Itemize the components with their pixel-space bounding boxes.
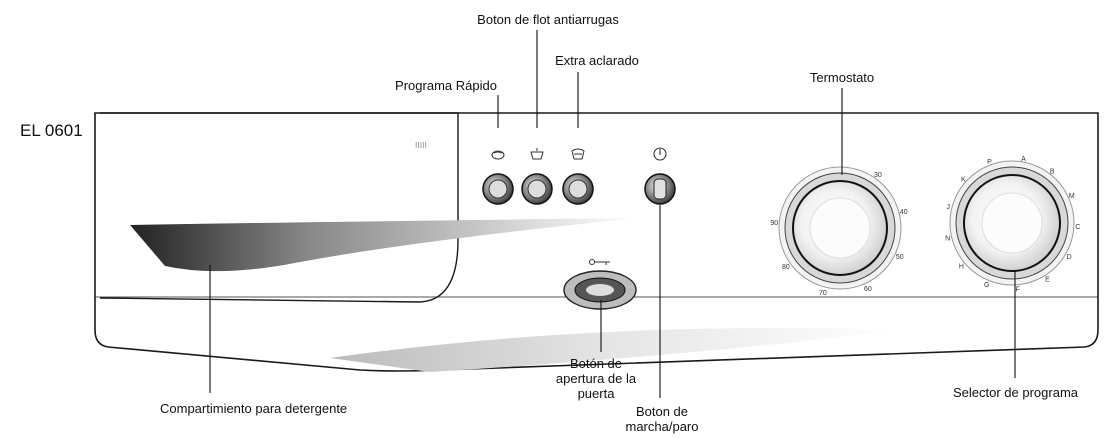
program-mark-b: B (1050, 169, 1055, 176)
bottom-swoosh (330, 327, 900, 372)
leader-lines (209, 30, 1016, 398)
key-icon (589, 259, 610, 265)
thermostat-label: Termostato (809, 70, 875, 85)
thermostat-mark-50: 50 (896, 254, 904, 261)
antiwrinkle-button[interactable] (521, 173, 553, 205)
program-mark-k: K (961, 176, 966, 183)
detergent-drawer (99, 112, 459, 303)
quick-program-label: Programa Rápido (395, 78, 497, 93)
program-mark-g: G (984, 282, 989, 289)
thermostat-mark-40: 40 (900, 209, 908, 216)
program-mark-n: N (945, 235, 950, 242)
program-mark-a: A (1021, 156, 1026, 163)
program-mark-h: H (959, 263, 964, 270)
thermostat-scale: 30 40 50 60 70 80 90 (770, 172, 907, 297)
extra-rinse-icon (571, 148, 585, 160)
program-mark-e: E (1045, 277, 1050, 284)
power-button-label: Boton de marcha/paro (625, 404, 699, 434)
thermostat-mark-70: 70 (819, 290, 827, 297)
quick-program-icon (491, 150, 505, 160)
program-mark-j: J (946, 204, 950, 211)
panel-outline (94, 112, 1099, 372)
program-mark-m: M (1069, 193, 1075, 200)
thermostat-mark-30: 30 (874, 172, 882, 179)
door-button-label: Botón de apertura de la puerta (555, 356, 637, 401)
program-mark-p: P (987, 159, 992, 166)
thermostat-knob[interactable] (778, 166, 902, 290)
antiwrinkle-label: Boton de flot antiarrugas (477, 12, 619, 27)
thermostat-mark-90: 90 (770, 220, 778, 227)
model-name: EL 0601 (20, 121, 83, 140)
power-button[interactable] (644, 173, 676, 205)
program-selector-knob[interactable] (949, 160, 1075, 286)
door-opening-button[interactable] (563, 270, 637, 310)
power-icon (653, 147, 667, 161)
quick-program-button[interactable] (482, 173, 514, 205)
drawer-handle (130, 218, 640, 272)
program-scale: A B M C D E F G H N J K P (945, 156, 1080, 294)
program-mark-d: D (1067, 254, 1072, 261)
program-mark-c: C (1075, 224, 1080, 231)
extra-rinse-label: Extra aclarado (555, 53, 639, 68)
program-mark-f: F (1016, 287, 1020, 294)
brand-mark: IIIII (415, 141, 427, 150)
program-selector-label: Selector de programa (953, 385, 1079, 400)
antiwrinkle-icon (530, 148, 544, 160)
thermostat-mark-80: 80 (782, 264, 790, 271)
detergent-compartment-label: Compartimiento para detergente (160, 401, 348, 416)
extra-rinse-button[interactable] (562, 173, 594, 205)
thermostat-mark-60: 60 (864, 286, 872, 293)
